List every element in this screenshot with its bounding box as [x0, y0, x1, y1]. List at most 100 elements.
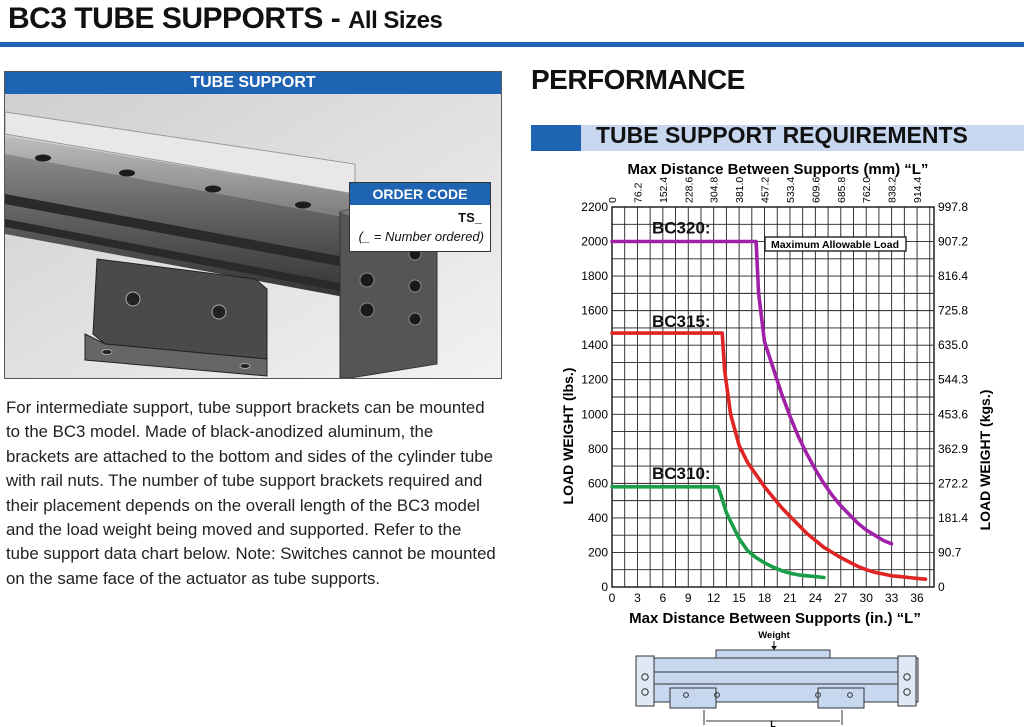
series-line-bc315	[610, 331, 928, 581]
y-tick-label-lbs: 600	[588, 476, 608, 490]
x-tick-label-mm: 152.4	[658, 177, 670, 203]
series-label-bc310: BC310:	[652, 464, 711, 483]
diagram-bolt-2	[714, 692, 720, 698]
diagram-carriage	[715, 649, 831, 659]
x-tick-label-in: 15	[732, 591, 746, 605]
x-tick-label-mm: 685.8	[836, 177, 848, 203]
x-tick-label-mm: 609.6	[810, 177, 822, 203]
chart-series	[610, 239, 928, 581]
series-line-bc310	[610, 485, 826, 580]
description-text: For intermediate support, tube support b…	[6, 398, 496, 588]
diagram-bolt-1	[683, 692, 689, 698]
title-main: BC3 TUBE SUPPORTS	[8, 2, 323, 35]
x-tick-label-in: 30	[860, 591, 874, 605]
requirements-banner	[531, 125, 1024, 151]
x-tick-label-mm: 838.2	[887, 177, 899, 203]
x-tick-label-in: 36	[910, 591, 924, 605]
series-label-bc315: BC315:	[652, 312, 711, 331]
y-tick-label-lbs: 1800	[581, 269, 608, 283]
diagram-support-left	[669, 687, 717, 709]
x-tick-label-in: 3	[634, 591, 641, 605]
diagram-bolt-3	[815, 692, 821, 698]
order-code-value: TS_	[458, 210, 482, 225]
y-tick-label-kgs: 362.9	[938, 442, 968, 456]
x-tick-label-in: 24	[809, 591, 823, 605]
series-label-bc320: BC320:	[652, 219, 711, 238]
y-left-axis-label: LOAD WEIGHT (lbs.)	[560, 368, 576, 505]
diagram-port-1	[641, 673, 649, 681]
page-title: BC3 TUBE SUPPORTS - All Sizes	[8, 2, 443, 36]
x-tick-label-mm: 533.4	[785, 177, 797, 203]
y-tick-label-lbs: 400	[588, 511, 608, 525]
x-tick-label-in: 0	[609, 591, 616, 605]
actuator-diagram: Weight L	[635, 630, 919, 727]
y-tick-label-kgs: 272.2	[938, 476, 968, 490]
x-tick-label-mm: 228.6	[683, 177, 695, 203]
x-tick-label-in: 12	[707, 591, 721, 605]
requirements-banner-accent	[531, 125, 581, 151]
y-tick-label-kgs: 635.0	[938, 338, 968, 352]
y-tick-label-kgs: 725.8	[938, 304, 968, 318]
x-tick-label-in: 18	[758, 591, 772, 605]
y-tick-label-lbs: 1400	[581, 338, 608, 352]
order-code-note: (_ = Number ordered)	[358, 229, 484, 244]
x-tick-label-mm: 914.4	[912, 177, 924, 203]
diagram-port-4	[903, 688, 911, 696]
x-tick-label-mm: 304.8	[709, 177, 721, 203]
performance-title: PERFORMANCE	[531, 64, 745, 95]
max-load-annotation: Maximum Allowable Load	[764, 236, 907, 252]
series-line-bc320	[610, 239, 894, 546]
x-tick-label-mm: 381.0	[734, 177, 746, 203]
y-tick-label-kgs: 0	[938, 580, 945, 594]
y-tick-label-kgs: 181.4	[938, 511, 968, 525]
diagram-support-right	[817, 687, 865, 709]
weight-label: Weight	[758, 630, 790, 641]
y-tick-label-lbs: 1000	[581, 407, 608, 421]
title-rule	[0, 42, 1024, 47]
diagram-bolt-4	[847, 692, 853, 698]
title-sub: All Sizes	[348, 7, 443, 34]
y-tick-label-lbs: 0	[601, 580, 608, 594]
y-tick-label-lbs: 800	[588, 442, 608, 456]
x-top-axis-label: Max Distance Between Supports (mm) “L”	[628, 161, 929, 178]
tube-support-chart: Max Distance Between Supports (mm) “L” M…	[560, 161, 993, 727]
y-tick-label-kgs: 453.6	[938, 407, 968, 421]
x-tick-label-mm: 457.2	[760, 177, 772, 203]
y-tick-label-kgs: 997.8	[938, 200, 968, 214]
y-tick-label-kgs: 544.3	[938, 373, 968, 387]
title-dash: -	[330, 2, 341, 35]
y-tick-label-lbs: 1200	[581, 373, 608, 387]
weight-arrowhead	[771, 646, 777, 650]
chart-grid	[611, 206, 935, 588]
y-tick-label-lbs: 200	[588, 545, 608, 559]
x-tick-label-mm: 76.2	[632, 182, 644, 203]
diagram-end-cap-left	[635, 655, 655, 707]
max-load-label: Maximum Allowable Load	[771, 239, 899, 251]
length-label: L	[770, 719, 776, 727]
requirements-title: TUBE SUPPORT REQUIREMENTS	[596, 122, 968, 148]
x-tick-label-in: 6	[659, 591, 666, 605]
y-tick-label-lbs: 2000	[581, 235, 608, 249]
x-bottom-axis-label: Max Distance Between Supports (in.) “L”	[629, 610, 921, 627]
x-tick-label-mm: 0	[607, 197, 619, 203]
max-load-box	[764, 236, 907, 252]
diagram-port-2	[641, 688, 649, 696]
x-tick-label-in: 27	[834, 591, 848, 605]
x-tick-label-mm: 762.0	[861, 177, 873, 203]
diagram-port-3	[903, 673, 911, 681]
x-tick-label-in: 33	[885, 591, 899, 605]
tube-support-photo-panel: TUBE SUPPORT	[4, 71, 502, 379]
order-code-box: ORDER CODE TS_ (_ = Number ordered)	[349, 182, 491, 252]
y-tick-label-kgs: 816.4	[938, 269, 968, 283]
y-tick-label-kgs: 90.7	[938, 545, 962, 559]
x-tick-label-in: 9	[685, 591, 692, 605]
series-labels: BC320: BC315: BC310:	[652, 219, 711, 483]
y-tick-label-kgs: 907.2	[938, 235, 968, 249]
y-tick-label-lbs: 1600	[581, 304, 608, 318]
x-tick-label-in: 21	[783, 591, 797, 605]
photo-header: TUBE SUPPORT	[5, 72, 501, 94]
order-code-label: ORDER CODE	[350, 183, 490, 205]
y-right-axis-label: LOAD WEIGHT (kgs.)	[977, 390, 993, 531]
diagram-end-cap-right	[897, 655, 917, 707]
